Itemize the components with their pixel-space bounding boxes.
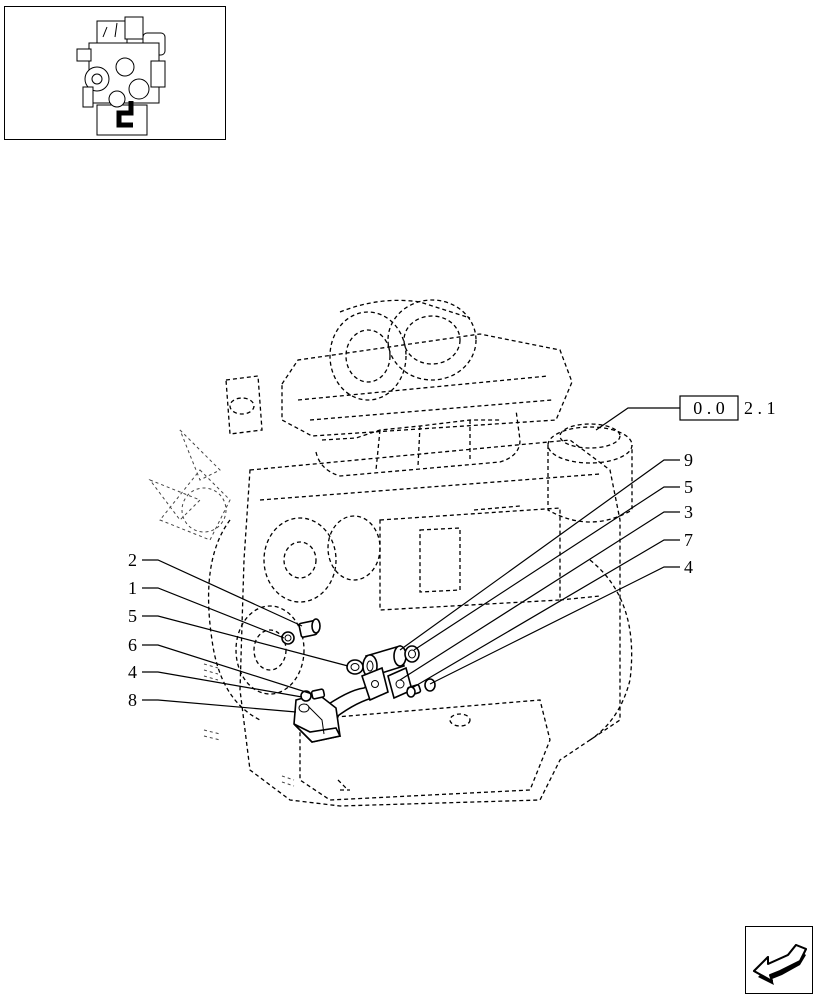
callout-5: 5 <box>128 606 137 626</box>
callout-4: 4 <box>128 662 137 682</box>
exploded-parts <box>281 618 436 743</box>
cross-reference[interactable]: 0 . 0 2 . 1 <box>679 395 776 421</box>
leader-lines-left <box>142 559 349 713</box>
part-4-washer-right <box>424 678 436 692</box>
part-2-plug <box>298 618 321 638</box>
callout-3: 3 <box>684 502 693 522</box>
reference-box <box>679 395 739 421</box>
part-7-bolt <box>406 684 422 698</box>
callout-6: 6 <box>128 635 137 655</box>
callout-8: 8 <box>128 690 137 710</box>
reference-suffix-text: 2 . 1 <box>744 398 776 418</box>
part-8-oil-pickup-strainer <box>293 666 389 743</box>
callout-4: 4 <box>684 557 693 577</box>
callout-5: 5 <box>684 477 693 497</box>
callouts-right: 9 5 3 7 4 <box>684 450 693 577</box>
leader-lines-right <box>399 407 680 689</box>
callout-7: 7 <box>684 530 693 550</box>
engine-block-phantom <box>148 299 633 807</box>
engine-thumbnail-icon <box>76 16 166 136</box>
callout-2: 2 <box>128 550 137 570</box>
previous-page-button[interactable] <box>745 926 813 994</box>
callouts-left: 2 1 5 6 4 8 <box>128 550 137 710</box>
callout-1: 1 <box>128 578 137 598</box>
reference-boxed-text: 0 . 0 <box>693 398 725 418</box>
part-6-screw <box>310 688 326 700</box>
previous-page-arrow-icon <box>753 944 807 985</box>
callout-9: 9 <box>684 450 693 470</box>
engine-thumbnail <box>4 6 226 140</box>
